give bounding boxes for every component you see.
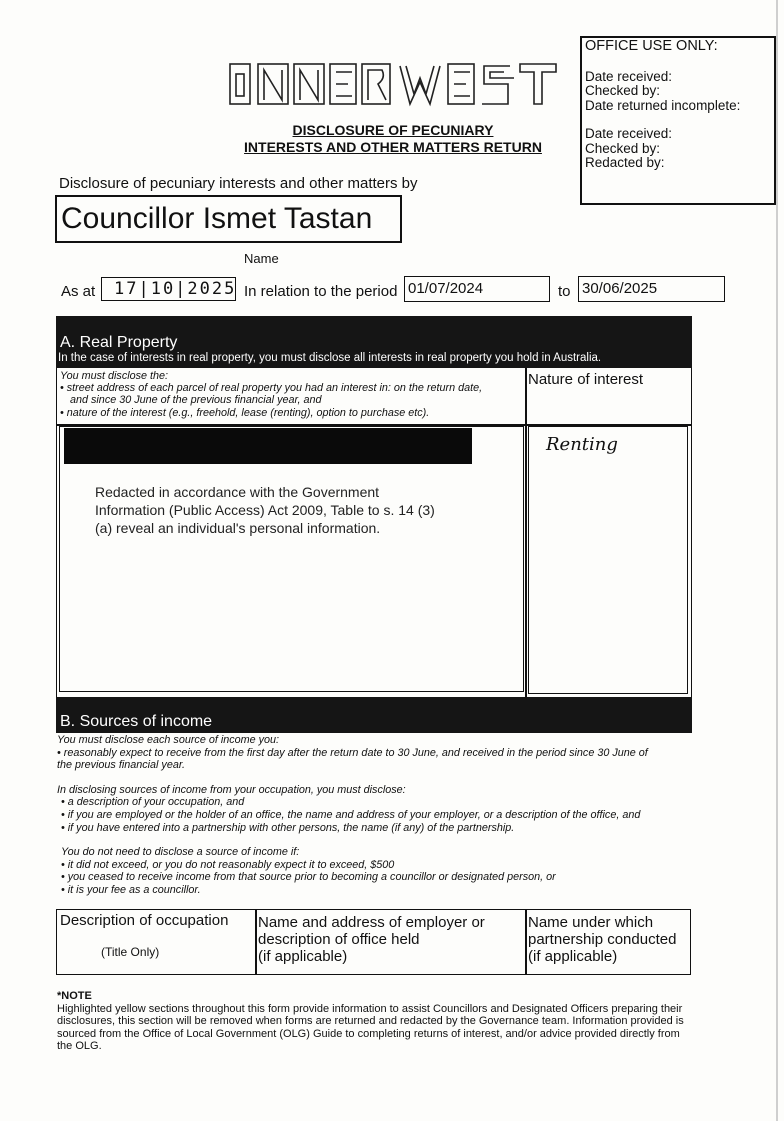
- form-title-line1: DISCLOSURE OF PECUNIARY: [292, 122, 494, 138]
- col-description-of-occupation: Description of occupation: [60, 912, 229, 929]
- instr-line: • street address of each parcel of real …: [60, 382, 483, 395]
- col-partnership-line: partnership conducted: [528, 931, 677, 948]
- income-col-divider-1: [255, 909, 257, 975]
- instr-line: You must disclose the:: [60, 370, 169, 382]
- instr-line: • reasonably expect to receive from the …: [57, 746, 648, 759]
- section-b-header: B. Sources of income: [56, 697, 692, 733]
- col-partnership-line: Name under which: [528, 914, 654, 931]
- office-use-box: OFFICE USE ONLY: Date received: Checked …: [580, 36, 776, 205]
- note-line: disclosures, this section will be remove…: [57, 1015, 684, 1027]
- office-use-heading: OFFICE USE ONLY:: [585, 38, 718, 54]
- period-to-field[interactable]: 30/06/2025: [578, 276, 725, 302]
- col-employer-line: description of office held: [258, 931, 420, 948]
- section-a-heading: A. Real Property: [60, 334, 178, 351]
- office-date-received-1: Date received:: [585, 68, 673, 84]
- address-cell[interactable]: [59, 426, 524, 692]
- instr-line: and since 30 June of the previous financ…: [70, 394, 322, 407]
- note-line: the OLG.: [57, 1040, 102, 1052]
- col-employer-line: (if applicable): [258, 948, 348, 965]
- office-date-received-2: Date received:: [585, 126, 673, 141]
- income-table-header: [56, 909, 691, 975]
- instr-line: • you ceased to receive income from that…: [61, 871, 556, 884]
- redaction-note-line: Information (Public Access) Act 2009, Ta…: [95, 502, 435, 518]
- col-employer: Name and address of employer or descript…: [258, 914, 485, 965]
- section-a-header: A. Real Property In the case of interest…: [56, 316, 692, 368]
- section-a-instructions: You must disclose the: • street address …: [60, 370, 525, 419]
- note-heading: *NOTE: [57, 990, 92, 1002]
- col-partnership-line: (if applicable): [528, 948, 618, 965]
- office-checked-by-2: Checked by:: [585, 140, 661, 156]
- col-title-only: (Title Only): [101, 945, 160, 959]
- form-title-line2: INTERESTS AND OTHER MATTERS RETURN: [244, 139, 542, 155]
- office-date-returned: Date returned incomplete:: [585, 97, 741, 113]
- instr-line: You do not need to disclose a source of …: [61, 846, 300, 859]
- to-label: to: [558, 283, 571, 300]
- nature-cell[interactable]: [528, 426, 688, 694]
- as-at-label: As at: [61, 283, 96, 300]
- section-a-subheading: In the case of interests in real propert…: [58, 352, 602, 364]
- note-line: Highlighted yellow sections throughout t…: [57, 1002, 683, 1015]
- section-a-divider: [525, 368, 527, 698]
- nature-value-handwritten: Renting: [546, 434, 618, 455]
- redaction-note-line: (a) reveal an individual's personal info…: [95, 520, 381, 536]
- office-redacted-by: Redacted by:: [585, 155, 665, 170]
- instr-line: the previous financial year.: [57, 759, 186, 772]
- note-line: sourced from the Office of Local Governm…: [57, 1027, 680, 1040]
- income-col-divider-2: [525, 909, 527, 975]
- redaction-note: Redacted in accordance with the Governme…: [95, 483, 435, 537]
- instr-line: • it did not exceed, or you do not reaso…: [61, 858, 395, 871]
- instr-line: • it is your fee as a councillor.: [61, 883, 201, 896]
- councillor-name-field[interactable]: Councillor Ismet Tastan: [55, 195, 402, 243]
- nature-of-interest-header: Nature of interest: [528, 371, 644, 388]
- section-b-heading: B. Sources of income: [60, 713, 213, 730]
- as-at-date-field[interactable]: 17|10|2025: [101, 277, 236, 301]
- note-block: *NOTE Highlighted yellow sections throug…: [57, 990, 717, 1053]
- redaction-block: [64, 428, 472, 464]
- instr-line: • a description of your occupation, and: [61, 796, 245, 809]
- redaction-note-line: Redacted in accordance with the Governme…: [95, 484, 380, 500]
- period-label: In relation to the period: [244, 283, 398, 300]
- disclosure-by-label: Disclosure of pecuniary interests and ot…: [59, 175, 418, 192]
- instr-line: You must disclose each source of income …: [57, 734, 280, 746]
- instr-line: • if you have entered into a partnership…: [61, 821, 515, 834]
- office-checked-by-1: Checked by:: [585, 83, 661, 98]
- instr-line: • nature of the interest (e.g., freehold…: [60, 406, 430, 419]
- col-employer-line: Name and address of employer or: [258, 914, 485, 931]
- section-b-instructions: You must disclose each source of income …: [57, 734, 693, 897]
- section-a-header-rule: [56, 424, 692, 426]
- period-from-field[interactable]: 01/07/2024: [404, 276, 550, 302]
- scan-edge: [776, 0, 778, 1121]
- instr-line: • if you are employed or the holder of a…: [61, 808, 641, 821]
- col-partnership: Name under which partnership conducted (…: [528, 914, 676, 965]
- inner-west-logo: [229, 63, 557, 107]
- instr-line: In disclosing sources of income from you…: [57, 783, 406, 796]
- name-label: Name: [244, 251, 279, 266]
